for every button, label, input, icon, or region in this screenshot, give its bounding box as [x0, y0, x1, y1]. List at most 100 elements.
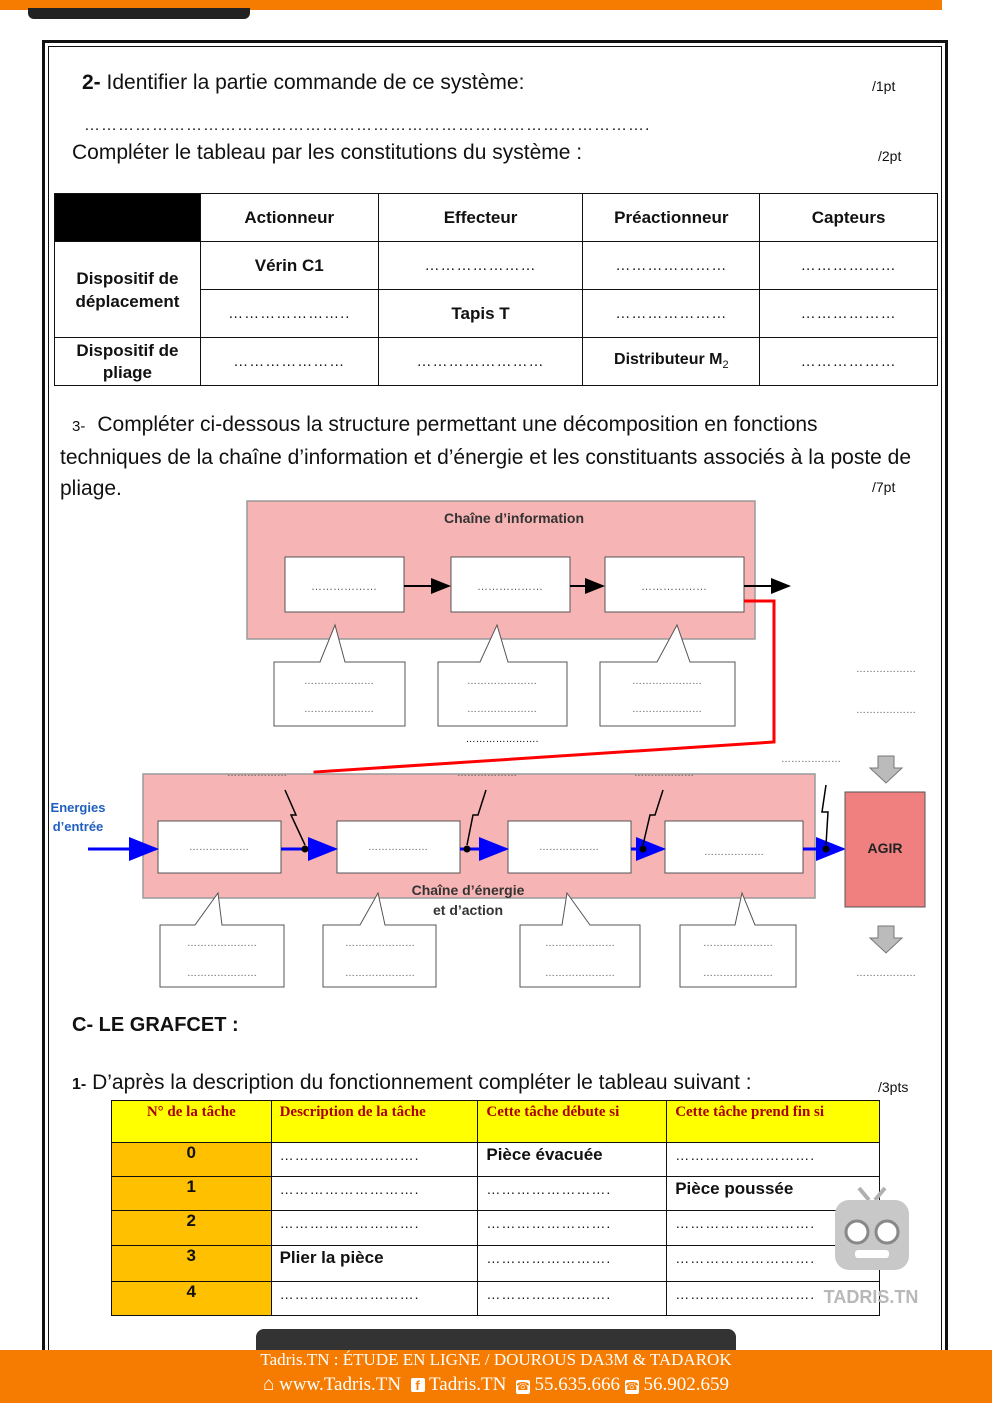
task-description[interactable]: ………………………. — [270, 1281, 479, 1316]
table-row: 0 ………………………. Pièce évacuée ………………………. — [111, 1142, 880, 1177]
question-3: 3-Compléter ci-dessous la structure perm… — [60, 409, 920, 504]
header-task-start: Cette tâche débute si — [477, 1100, 668, 1143]
grafcet-header-row: N° de la tâche Description de la tâche C… — [111, 1100, 880, 1143]
question-c1-number: 1- — [72, 1076, 87, 1093]
table-row: 1 ………………………. ……………………. Pièce poussée — [111, 1176, 880, 1211]
grafcet-table: N° de la tâche Description de la tâche C… — [111, 1100, 880, 1316]
energy-callout-2[interactable] — [322, 891, 437, 988]
energy-chain-title-2: et d’action — [433, 902, 503, 918]
header-effecteur: Effecteur — [377, 193, 584, 242]
task-end[interactable]: ………………………. — [666, 1281, 880, 1316]
energy-callout-1[interactable] — [159, 891, 285, 988]
footer-line-2: ⌂ www.Tadris.TN f Tadris.TN ☎ 55.635.666… — [0, 1374, 992, 1396]
table-row: ………………….. Tapis T ………………… ……………… — [55, 289, 938, 338]
side-dots-1: ……………… — [856, 664, 916, 675]
task-start[interactable]: ……………………. — [477, 1176, 668, 1211]
row-label-deplacement: Dispositif de déplacement — [54, 241, 201, 338]
task-description[interactable]: ………………………. — [270, 1176, 479, 1211]
task-start[interactable]: ……………………. — [477, 1210, 668, 1246]
energy-box-3-dots: ……………… — [539, 842, 599, 853]
header-task-end: Cette tâche prend fin si — [666, 1100, 880, 1143]
table-intro: Compléter le tableau par les constitutio… — [72, 141, 583, 164]
energy-callout-4-dots-b: ………………… — [703, 968, 773, 979]
side-dots-3: ……………… — [781, 754, 841, 765]
header-task-number: N° de la tâche — [111, 1100, 272, 1143]
info-callout-2[interactable] — [437, 623, 568, 727]
cell-effecteur-2: Tapis T — [377, 289, 584, 338]
question-c1: 1- D’après la description du fonctionnem… — [72, 1071, 752, 1095]
header-empty-cell — [54, 193, 201, 242]
energy-box-2-dots: ……………… — [368, 842, 428, 853]
info-callout-1-dots-a: ………………… — [304, 676, 374, 687]
energy-callout-4[interactable] — [679, 891, 797, 988]
sensor-bolt-3 — [642, 789, 664, 846]
info-function-box-3[interactable] — [604, 556, 745, 613]
energy-top-dots-2: ……………… — [457, 768, 517, 779]
question-3-text: Compléter ci-dessous la structure permet… — [60, 413, 912, 500]
task-end[interactable]: ………………………. — [666, 1210, 880, 1246]
energy-box-4-dots: ……………… — [704, 847, 764, 858]
header-actionneur: Actionneur — [199, 193, 379, 242]
task-start: Pièce évacuée — [477, 1142, 668, 1177]
home-icon: ⌂ — [262, 1374, 275, 1395]
cell-preactionneur-1[interactable]: ………………… — [582, 241, 761, 290]
task-number: 1 — [111, 1176, 272, 1211]
info-box-2-dots: ……………… — [477, 581, 543, 593]
cell-effecteur-1[interactable]: ………………… — [377, 241, 584, 290]
mid-dots: …………………. — [466, 734, 539, 745]
task-number: 4 — [111, 1281, 272, 1316]
question-2-answer-line: ………………………………………………………………………………………. — [84, 117, 651, 134]
cell-preactionneur-2[interactable]: ………………… — [582, 289, 761, 338]
agir-label: AGIR — [868, 840, 903, 856]
footer-facebook[interactable]: Tadris.TN — [429, 1374, 507, 1395]
cell-capteurs-3[interactable]: ……………… — [759, 337, 938, 386]
energy-function-box-2[interactable] — [336, 820, 461, 874]
question-2-number: 2- — [82, 71, 101, 94]
task-description[interactable]: ………………………. — [270, 1142, 479, 1177]
footer-dark-tab — [256, 1329, 736, 1351]
info-function-box-1[interactable] — [284, 556, 405, 613]
section-c-title: C- LE GRAFCET : — [72, 1014, 239, 1036]
info-callout-2-dots-b: ………………… — [467, 704, 537, 715]
question-3-points: /7pt — [872, 479, 896, 495]
cell-actionneur-1: Vérin C1 — [199, 241, 379, 290]
footer-website[interactable]: www.Tadris.TN — [279, 1374, 402, 1395]
info-function-box-2[interactable] — [450, 556, 571, 613]
energy-callout-3-dots-b: ………………… — [545, 968, 615, 979]
info-callout-1[interactable] — [273, 623, 406, 727]
energy-top-dots-1: ……………… — [227, 768, 287, 779]
energy-callout-4-dots-a: ………………… — [703, 938, 773, 949]
cell-effecteur-3[interactable]: …………………… — [377, 337, 584, 386]
sensor-bolt-4 — [821, 784, 829, 846]
energy-callout-1-dots-b: ………………… — [187, 968, 257, 979]
flow-node-4 — [822, 845, 830, 853]
row-label-pliage: Dispositif de pliage — [54, 337, 201, 386]
cell-actionneur-2[interactable]: ………………….. — [199, 289, 379, 338]
components-table: Actionneur Effecteur Préactionneur Capte… — [54, 193, 938, 386]
agir-output-arrow — [868, 925, 904, 954]
task-number: 3 — [111, 1245, 272, 1282]
question-2: 2- Identifier la partie commande de ce s… — [82, 71, 524, 95]
flow-node-2 — [463, 845, 471, 853]
header-task-description: Description de la tâche — [270, 1100, 479, 1143]
energy-chain-title: Chaîne d’énergie — [412, 882, 525, 898]
components-header-row: Actionneur Effecteur Préactionneur Capte… — [54, 193, 938, 242]
flow-node-3 — [639, 845, 647, 853]
top-dark-tab — [28, 8, 250, 19]
task-start[interactable]: ……………………. — [477, 1245, 668, 1282]
energy-callout-3[interactable] — [519, 891, 641, 988]
task-description[interactable]: ………………………. — [270, 1210, 479, 1246]
cell-actionneur-3[interactable]: ………………… — [199, 337, 379, 386]
table-row: Dispositif de déplacement Vérin C1 ……………… — [54, 241, 938, 338]
energy-function-box-3[interactable] — [507, 820, 632, 874]
row-label-pliage-line1: Dispositif de — [76, 340, 179, 360]
task-end[interactable]: ………………………. — [666, 1142, 880, 1177]
question-2-points: /1pt — [872, 78, 896, 94]
task-start[interactable]: ……………………. — [477, 1281, 668, 1316]
info-callout-3[interactable] — [599, 623, 736, 727]
task-number: 2 — [111, 1210, 272, 1246]
cell-capteurs-2[interactable]: ……………… — [759, 289, 938, 338]
flow-node-1 — [301, 845, 309, 853]
energy-function-box-4[interactable] — [664, 820, 804, 874]
cell-preactionneur-3: Distributeur M2 — [582, 337, 761, 386]
